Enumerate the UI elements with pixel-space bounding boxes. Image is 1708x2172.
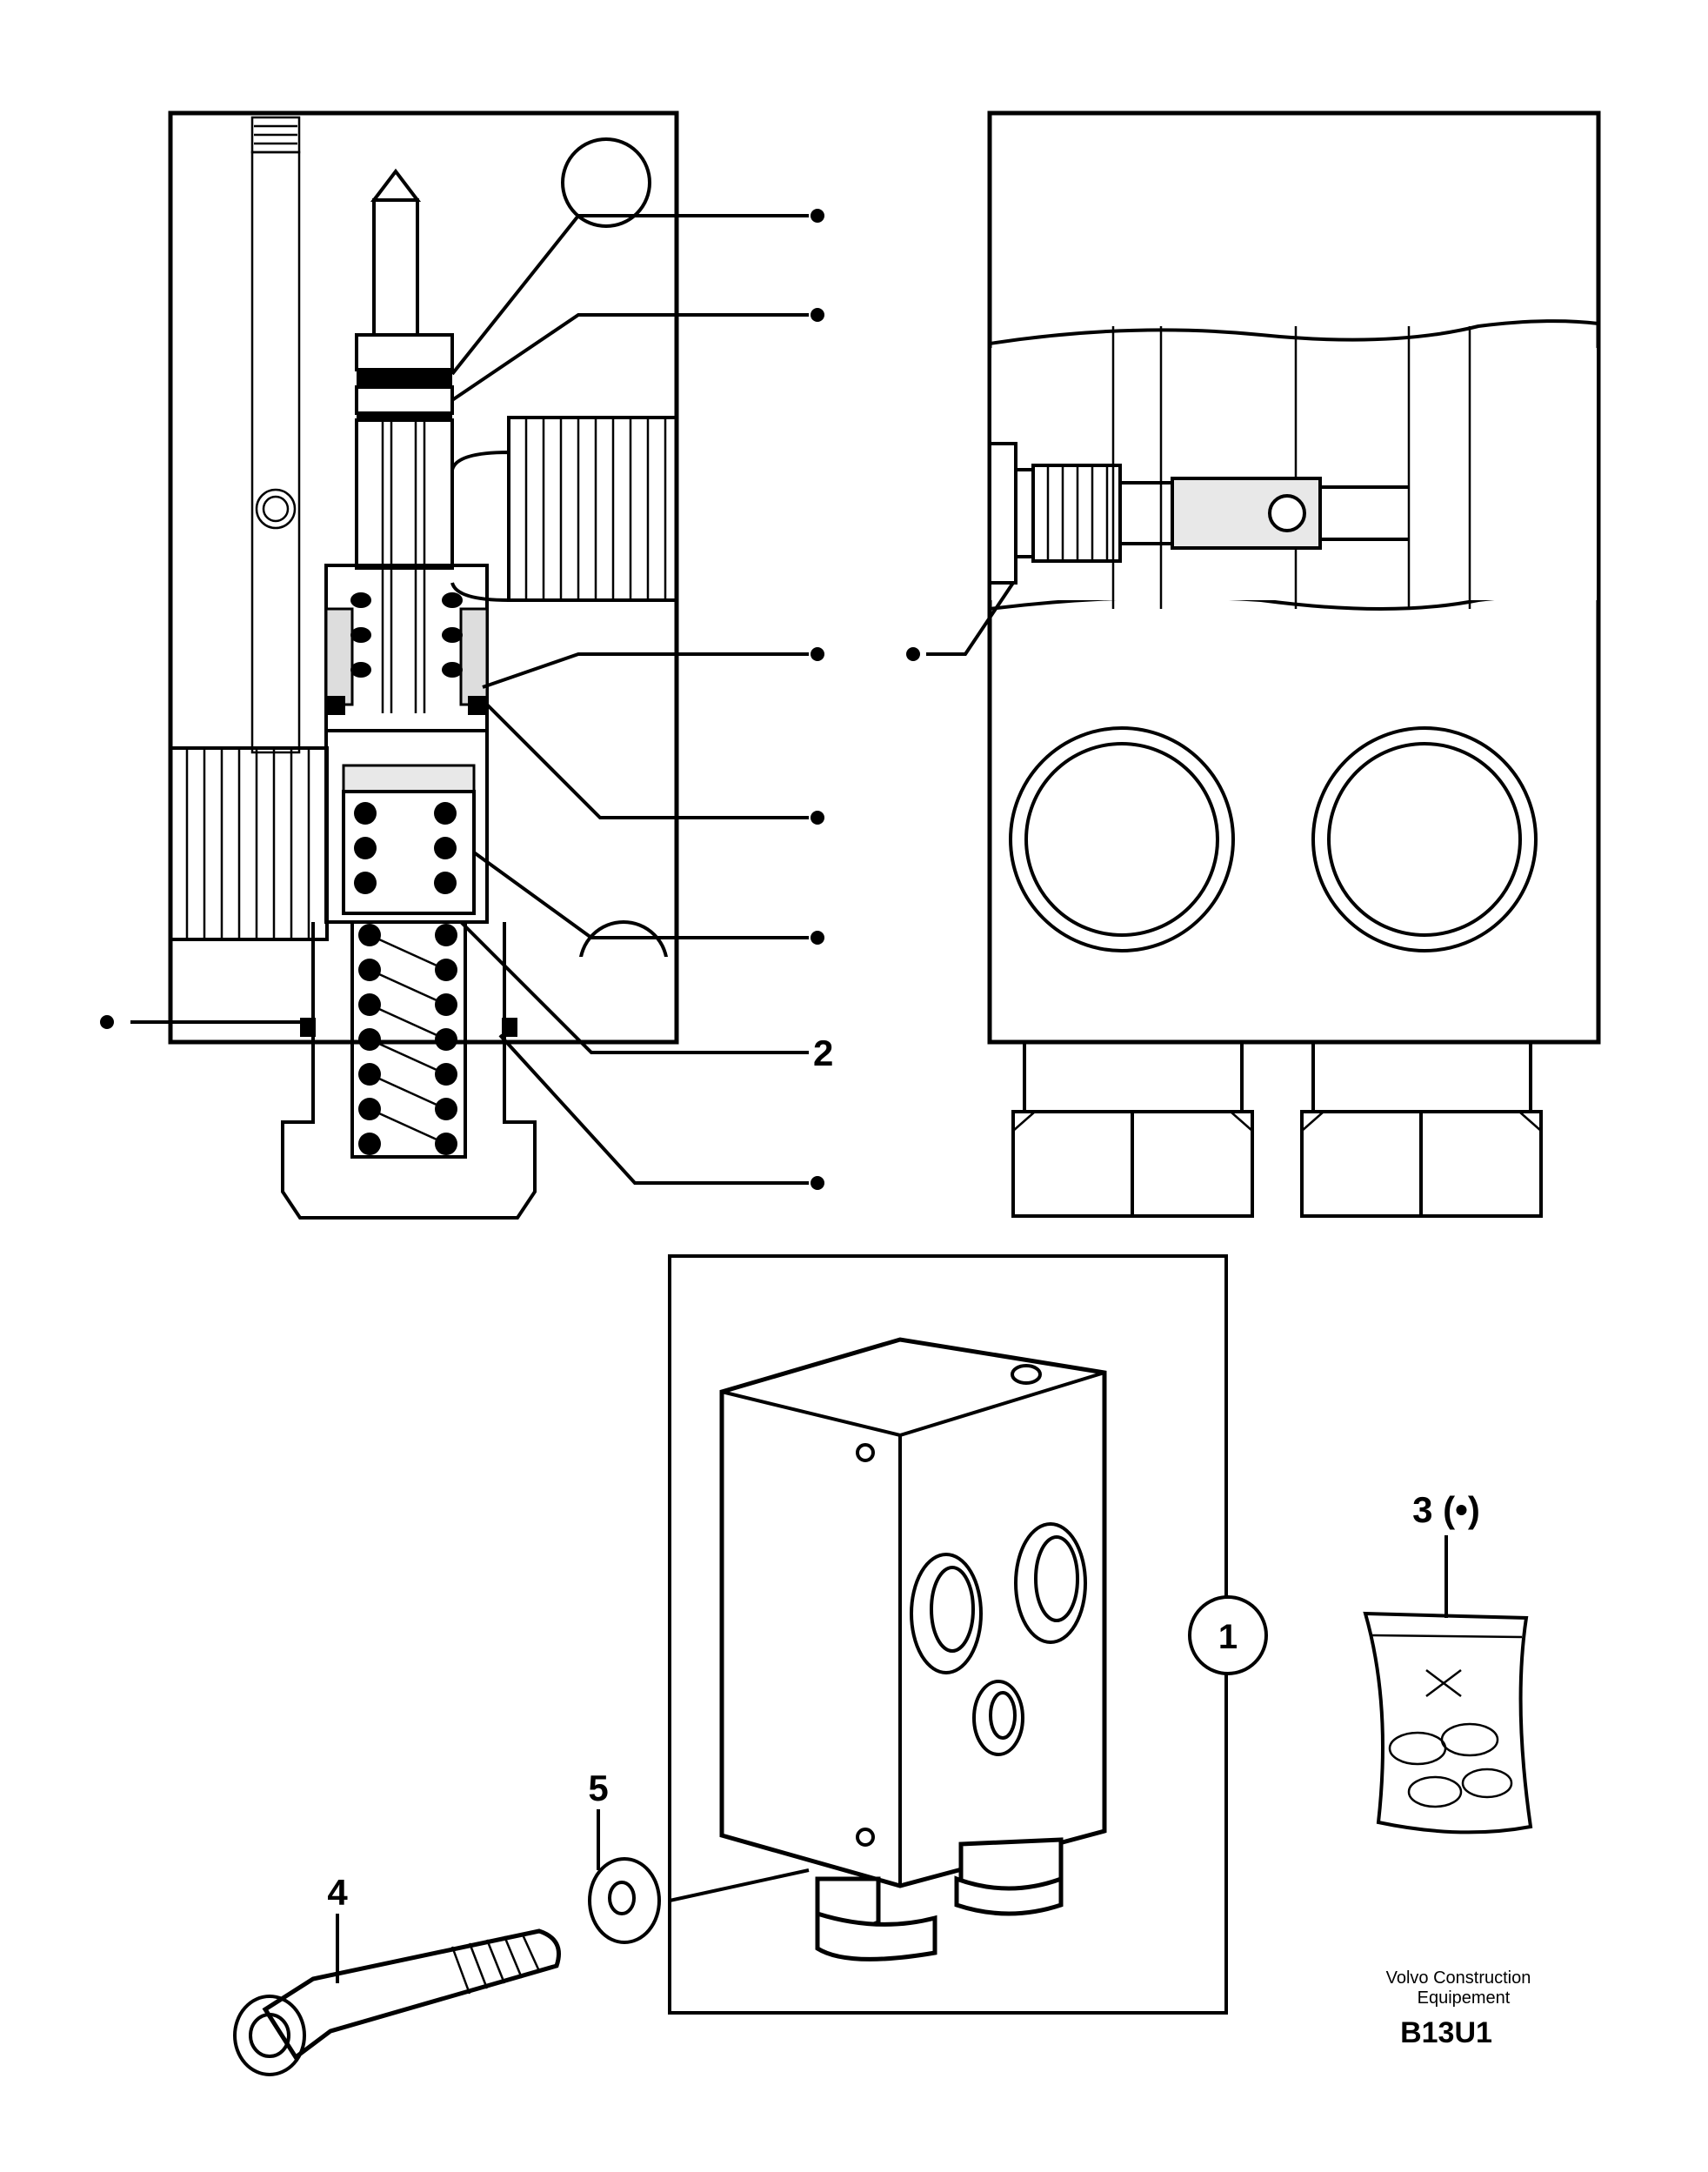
bullet-marker bbox=[906, 647, 920, 661]
leader-lines-left bbox=[130, 214, 809, 1185]
callout-label-4: 4 bbox=[327, 1872, 348, 1913]
valve-external-view-right bbox=[987, 110, 1601, 1218]
leader-line-item-5 bbox=[669, 1868, 810, 1902]
bullet-marker bbox=[811, 931, 824, 945]
credit-line-2: Equipement bbox=[1418, 1988, 1511, 2008]
callout-circle-1 bbox=[1188, 1595, 1268, 1675]
credit-line-1: Volvo Construction bbox=[1386, 1968, 1531, 1988]
callout-label-1: 1 bbox=[1218, 1618, 1238, 1656]
bullet-markers bbox=[100, 209, 920, 1190]
drawing-code: B13U1 bbox=[1400, 2016, 1492, 2049]
valve-block-isometric bbox=[719, 1337, 1107, 1961]
bullet-marker bbox=[811, 647, 824, 661]
leader-line-right-view bbox=[926, 581, 1015, 656]
socket-head-bolt bbox=[233, 1928, 561, 2076]
bullet-marker bbox=[811, 811, 824, 825]
seal-kit-bag bbox=[1363, 1611, 1533, 1835]
callout-label-2: 2 bbox=[813, 1033, 833, 1073]
valve-section-view-left bbox=[168, 110, 679, 1220]
washer bbox=[588, 1857, 661, 1944]
bullet-marker bbox=[811, 308, 824, 322]
bullet-marker bbox=[100, 1015, 114, 1029]
bullet-marker bbox=[811, 1176, 824, 1190]
callout-label-5: 5 bbox=[588, 1768, 608, 1808]
bullet-marker bbox=[811, 209, 824, 223]
callout-label-3: 3 (•) bbox=[1412, 1489, 1480, 1530]
